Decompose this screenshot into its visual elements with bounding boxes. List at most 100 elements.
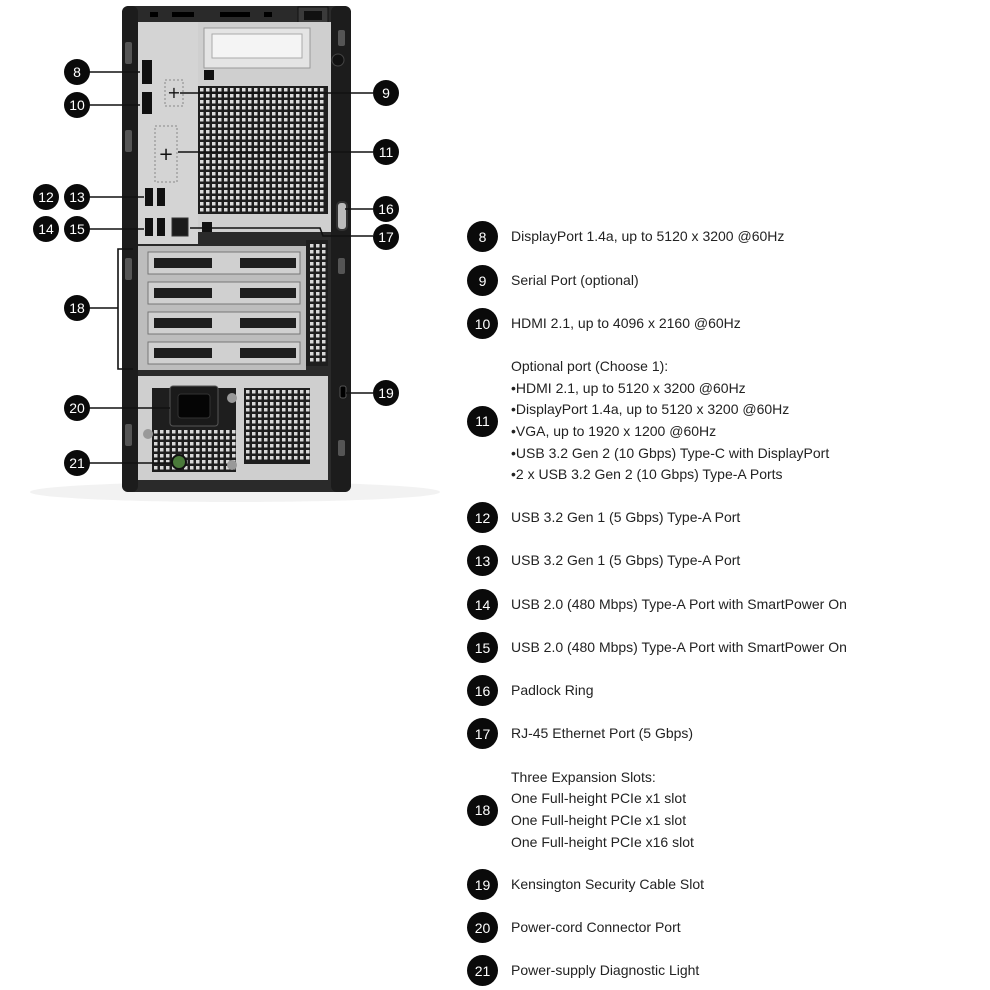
grill-hole bbox=[294, 396, 298, 400]
grill-hole bbox=[322, 316, 326, 320]
grill-hole bbox=[322, 340, 326, 344]
grill-hole bbox=[218, 202, 222, 206]
legend-item-13: 13 USB 3.2 Gen 1 (5 Gbps) Type-A Port bbox=[467, 545, 977, 576]
grill-hole bbox=[284, 130, 288, 134]
grill-hole bbox=[288, 420, 292, 424]
grill-hole bbox=[272, 124, 276, 128]
grill-hole bbox=[220, 448, 224, 452]
grill-hole bbox=[220, 460, 224, 464]
grill-hole bbox=[190, 442, 194, 446]
grill-hole bbox=[224, 130, 228, 134]
grill-hole bbox=[252, 396, 256, 400]
grill-hole bbox=[230, 112, 234, 116]
grill-hole bbox=[320, 160, 324, 164]
expansion-slots bbox=[147, 251, 301, 365]
leader-lines bbox=[89, 71, 373, 464]
grill-hole bbox=[230, 100, 234, 104]
grill-hole bbox=[236, 166, 240, 170]
callout-16: 16 bbox=[373, 196, 399, 222]
grill-hole bbox=[160, 466, 164, 470]
grill-hole bbox=[218, 94, 222, 98]
grill-hole bbox=[278, 148, 282, 152]
legend-number: 8 bbox=[467, 221, 498, 252]
grill-hole bbox=[308, 94, 312, 98]
grill-hole bbox=[278, 106, 282, 110]
grill-hole bbox=[310, 274, 314, 278]
slot-vent bbox=[240, 318, 296, 328]
slot-vent bbox=[240, 348, 296, 358]
grill-hole bbox=[252, 456, 256, 460]
grill-hole bbox=[236, 154, 240, 158]
grill-hole bbox=[206, 160, 210, 164]
grill-hole bbox=[316, 310, 320, 314]
grill-hole bbox=[172, 448, 176, 452]
grill-hole bbox=[302, 112, 306, 116]
grill-hole bbox=[248, 202, 252, 206]
serial-port-cover bbox=[164, 79, 184, 107]
grill-hole bbox=[272, 160, 276, 164]
grill-hole bbox=[236, 184, 240, 188]
legend-description: USB 3.2 Gen 1 (5 Gbps) Type-A Port bbox=[511, 551, 741, 568]
grill-hole bbox=[208, 454, 212, 458]
grill-hole bbox=[288, 444, 292, 448]
callout-11: 11 bbox=[373, 139, 399, 165]
legend-description: Power-cord Connector Port bbox=[511, 918, 681, 935]
callout-8: 8 bbox=[64, 59, 90, 85]
grill-hole bbox=[294, 456, 298, 460]
grill-hole bbox=[232, 454, 236, 458]
grill-hole bbox=[226, 460, 230, 464]
grill-hole bbox=[208, 436, 212, 440]
grill-hole bbox=[296, 124, 300, 128]
grill-hole bbox=[154, 436, 158, 440]
grill-hole bbox=[314, 100, 318, 104]
grill-hole bbox=[224, 124, 228, 128]
legend-item-12: 12 USB 3.2 Gen 1 (5 Gbps) Type-A Port bbox=[467, 502, 977, 533]
grill-hole bbox=[314, 124, 318, 128]
grill-hole bbox=[214, 460, 218, 464]
grill-hole bbox=[242, 154, 246, 158]
legend-description: USB 2.0 (480 Mbps) Type-A Port with Smar… bbox=[511, 638, 847, 655]
svg-text:11: 11 bbox=[379, 144, 394, 160]
grill-hole bbox=[218, 142, 222, 146]
svg-text:+: + bbox=[167, 83, 180, 102]
grill-hole bbox=[284, 196, 288, 200]
grill-hole bbox=[200, 142, 204, 146]
grill-hole bbox=[296, 154, 300, 158]
grill-hole bbox=[282, 420, 286, 424]
grill-hole bbox=[266, 178, 270, 182]
grill-hole bbox=[214, 430, 218, 434]
grill-hole bbox=[302, 88, 306, 92]
grill-hole bbox=[212, 100, 216, 104]
grill-hole bbox=[254, 184, 258, 188]
svg-text:12: 12 bbox=[38, 189, 54, 205]
grill-hole bbox=[184, 466, 188, 470]
grill-hole bbox=[212, 106, 216, 110]
grill-hole bbox=[166, 448, 170, 452]
grill-hole bbox=[230, 184, 234, 188]
grill-hole bbox=[308, 88, 312, 92]
grill-hole bbox=[302, 100, 306, 104]
grill-hole bbox=[260, 106, 264, 110]
grill-hole bbox=[282, 414, 286, 418]
grill-hole bbox=[202, 436, 206, 440]
grill-hole bbox=[300, 444, 304, 448]
grill-hole bbox=[230, 142, 234, 146]
grill-hole bbox=[258, 438, 262, 442]
grill-hole bbox=[246, 420, 250, 424]
grill-hole bbox=[248, 94, 252, 98]
grill-hole bbox=[242, 172, 246, 176]
grill-hole bbox=[308, 202, 312, 206]
grill-hole bbox=[302, 202, 306, 206]
grill-hole bbox=[306, 456, 310, 460]
grill-hole bbox=[160, 430, 164, 434]
grill-hole bbox=[306, 396, 310, 400]
grill-hole bbox=[248, 190, 252, 194]
grill-hole bbox=[226, 448, 230, 452]
grill-hole bbox=[230, 148, 234, 152]
grill-hole bbox=[322, 286, 326, 290]
grill-hole bbox=[288, 396, 292, 400]
grill-hole bbox=[276, 396, 280, 400]
grill-hole bbox=[264, 414, 268, 418]
grill-hole bbox=[236, 202, 240, 206]
grill-hole bbox=[258, 414, 262, 418]
